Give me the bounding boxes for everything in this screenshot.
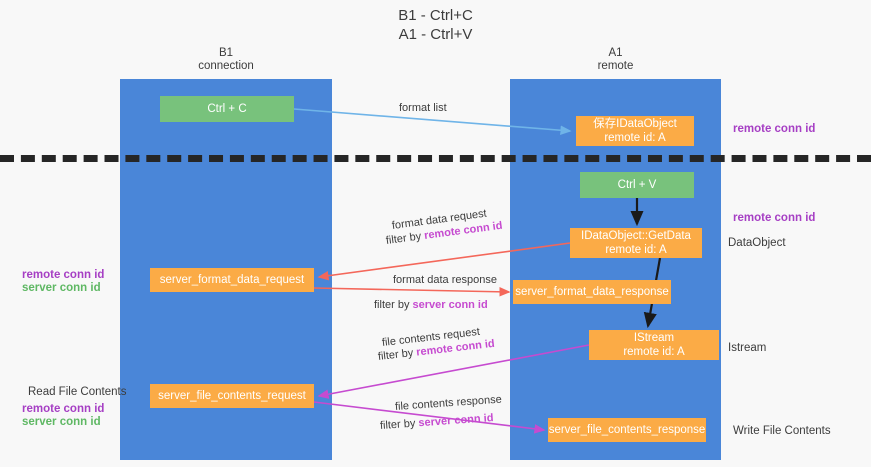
node-idataobject-getdata-title: IDataObject::GetData	[581, 230, 691, 242]
annotation-left-server-conn-id-bottom: server conn id	[22, 416, 101, 428]
filter-prefix: filter by	[385, 230, 425, 247]
node-idataobject-getdata[interactable]: IDataObject::GetData remote id: A	[570, 228, 702, 258]
lane-header-a1: A1 remote	[510, 47, 721, 73]
node-idataobject-getdata-subtitle: remote id: A	[605, 244, 667, 256]
annotation-left-remote-conn-id-bottom: remote conn id	[22, 403, 105, 415]
annotation-left-read-file-contents: Read File Contents	[28, 386, 127, 398]
node-ctrl-v-label: Ctrl + V	[617, 179, 657, 191]
node-server-file-contents-request-label: server_file_contents_request	[158, 390, 306, 402]
node-server-format-data-request-label: server_format_data_request	[159, 274, 305, 286]
annotation-right-dataobject: DataObject	[728, 237, 786, 249]
edge-format-data-response	[313, 287, 511, 297]
title-line-2: A1 - Ctrl+V	[398, 26, 473, 43]
filter-key-server-conn-id: server conn id	[418, 412, 494, 430]
node-server-format-data-response[interactable]: server_format_data_response	[513, 280, 671, 304]
node-server-format-data-response-label: server_format_data_response	[515, 286, 669, 298]
node-server-format-data-request[interactable]: server_format_data_request	[150, 268, 314, 292]
node-save-idataobject-title: 保存IDataObject	[593, 118, 677, 130]
node-server-file-contents-response[interactable]: server_file_contents_response	[548, 418, 706, 442]
node-istream[interactable]: IStream remote id: A	[589, 330, 719, 360]
node-server-file-contents-response-label: server_file_contents_response	[548, 424, 706, 436]
node-ctrl-v[interactable]: Ctrl + V	[580, 172, 694, 198]
lane-header-a1-name: A1	[608, 47, 623, 59]
node-istream-title: IStream	[633, 332, 675, 344]
title-line-1: B1 - Ctrl+C	[398, 7, 473, 24]
lane-header-b1-name: B1	[218, 47, 234, 59]
node-istream-subtitle: remote id: A	[623, 346, 685, 358]
node-save-idataobject[interactable]: 保存IDataObject remote id: A	[576, 116, 694, 146]
filter-prefix: filter by	[374, 299, 413, 311]
filter-key-server-conn-id: server conn id	[412, 299, 488, 311]
edge-label-format-list: format list	[399, 102, 447, 114]
phase-divider	[0, 155, 871, 162]
annotation-left-remote-conn-id-mid: remote conn id	[22, 269, 105, 281]
edge-label-file-contents-response-filter: filter by server conn id	[380, 411, 494, 433]
annotation-right-remote-conn-id-top: remote conn id	[733, 123, 816, 135]
node-server-file-contents-request[interactable]: server_file_contents_request	[150, 384, 314, 408]
node-ctrl-c-label: Ctrl + C	[207, 103, 247, 115]
diagram-title: B1 - Ctrl+C A1 - Ctrl+V	[0, 6, 871, 44]
filter-prefix: filter by	[379, 417, 419, 432]
node-ctrl-c[interactable]: Ctrl + C	[160, 96, 294, 122]
node-save-idataobject-subtitle: remote id: A	[604, 132, 666, 144]
lane-header-b1-role: connection	[198, 60, 254, 72]
lane-header-b1: B1 connection	[120, 47, 332, 73]
annotation-right-istream: Istream	[728, 342, 767, 354]
edge-label-format-data-response: format data response	[393, 274, 497, 286]
lane-header-a1-role: remote	[597, 60, 634, 72]
edge-label-format-data-response-filter: filter by server conn id	[374, 298, 488, 312]
annotation-right-remote-conn-id-mid: remote conn id	[733, 212, 816, 224]
annotation-right-write-file-contents: Write File Contents	[733, 425, 831, 437]
annotation-left-server-conn-id-mid: server conn id	[22, 282, 101, 294]
filter-prefix: filter by	[377, 346, 417, 363]
